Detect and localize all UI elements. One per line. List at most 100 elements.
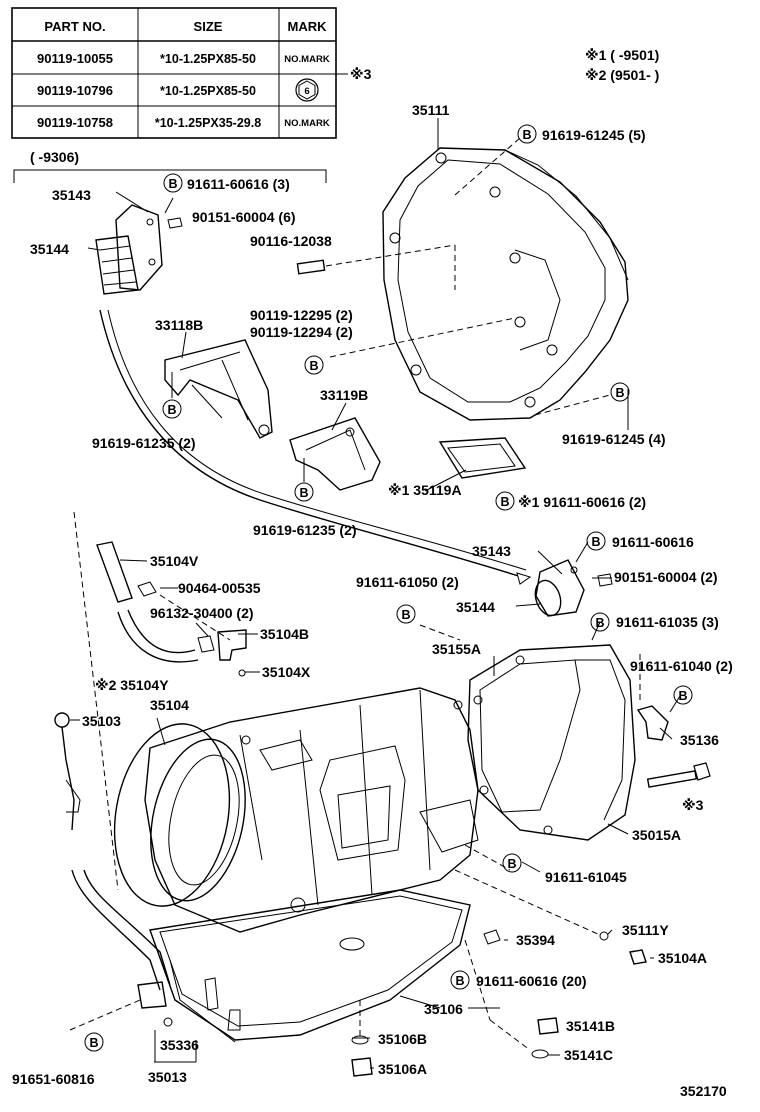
callout-label: 90116-12038 [250,233,332,249]
breather-hose [99,309,526,579]
callout-label: 91619-61245 (5) [542,127,646,143]
callout-label: 91611-61040 (2) [630,658,733,674]
callout-label: 91651-60816 [12,1071,95,1087]
tube-bracket-35336 [137,981,167,1009]
plug-35104a [629,949,647,965]
callout-label: 35106 [424,1001,463,1017]
bolt-marker-icon: B [294,482,314,502]
bolt-marker-icon: B [162,399,182,419]
dipstick [54,712,81,831]
speed-sensor-bracket [636,705,669,741]
svg-text:B: B [89,1036,98,1050]
hex-bolt-head-mark-icon: 6 [295,78,319,102]
transmission-bell-housing [382,147,629,421]
table-cell-part-no: 90119-10055 [37,51,113,66]
callout-label: 91619-61235 (2) [92,435,196,451]
cover-gasket [438,437,527,479]
svg-text:B: B [678,689,687,703]
bolt-marker-icon: B [450,970,470,990]
bolt-marker-icon: B [84,1032,104,1052]
callout-label: 91611-61035 (3) [616,614,719,630]
leader-lines [70,118,681,1069]
callout-label: 35111 [412,102,450,118]
callout-label: 35104X [262,664,311,680]
table-cell-size: *10-1.25PX85-50 [160,84,256,98]
extension-housing [467,644,636,841]
part-labels: 35111 91619-61245 (5) 35143 91611-60616 … [12,102,733,1099]
bolt-marker-icon: B [590,612,610,632]
upper-cover-plate [95,204,183,295]
svg-text:B: B [615,386,624,400]
callout-label: 90151-60004 (2) [614,569,718,585]
callout-label: 96132-30400 (2) [150,605,254,621]
svg-text:B: B [401,608,410,622]
table-cell-part-no: 90119-10796 [37,83,113,98]
callout-label: 35336 [160,1037,199,1053]
callout-label: 35013 [148,1069,187,1085]
svg-text:B: B [167,403,176,417]
callout-label: 91619-61245 (4) [562,431,666,447]
table-cell-mark: 6 [304,86,309,97]
svg-text:B: B [299,486,308,500]
callout-label: 35144 [30,241,69,257]
svg-text:B: B [500,495,509,509]
callout-label: 33119B [320,387,368,403]
callout-label: 90464-00535 [178,580,261,596]
o-ring-35104x [238,669,246,677]
callout-label: 35141C [564,1047,613,1063]
applicability-bracket [13,169,327,183]
plate-35394 [483,929,501,945]
table-header-part-no: PART NO. [44,19,105,34]
callout-label: 35106A [378,1061,427,1077]
bracket-33118b [164,339,273,439]
gasket-35141c [531,1049,549,1059]
bolt-size-table: PART NO. SIZE MARK 90119-10055 *10-1.25P… [11,7,372,139]
callout-label: 90119-12294 (2) [250,324,353,340]
bolt-marker-icon: B [396,604,416,624]
callout-label: 35141B [566,1018,615,1034]
svg-text:B: B [595,616,604,630]
hex-bolt [646,762,711,788]
bracket-period-label: ( -9306) [30,149,79,165]
period-note-2: ※2 (9501- ) [585,67,659,83]
callout-label: 35106B [378,1031,427,1047]
callout-label: ※3 [682,797,704,813]
bolt-marker-icon: B [610,382,630,402]
callout-label: 91611-60616 [612,534,694,550]
gasket-35106b [351,1035,369,1045]
callout-label: 35015A [632,827,681,843]
svg-text:B: B [168,177,177,191]
callout-label: 91611-61050 (2) [356,574,459,590]
table-cell-mark: NO.MARK [284,54,330,65]
callout-label: 91611-60616 (3) [187,176,290,192]
callout-label: 90151-60004 (6) [192,209,296,225]
callout-label: ※1 35119A [388,482,462,498]
callout-label: 35143 [52,187,91,203]
case-gasket-35104y [113,723,231,907]
callout-label: 90119-12295 (2) [250,307,353,323]
oil-pan [149,889,471,1043]
transmission-case [144,687,479,933]
callout-label: 35394 [516,932,555,948]
callout-label: 35155A [432,641,481,657]
bracket-33119b [289,417,381,491]
callout-label: ※1 91611-60616 (2) [518,494,646,510]
table-cell-size: *10-1.25PX35-29.8 [155,116,261,130]
callout-label: 35104B [260,626,309,642]
table-cell-part-no: 90119-10758 [37,115,113,130]
figure-number: 352170 [680,1083,727,1099]
o-ring-35111y [599,931,609,941]
callout-label: 35104 [150,697,189,713]
side-cover [534,559,585,617]
callout-label: ※2 35104Y [95,677,169,693]
stud-bolt [296,244,456,290]
union-35104b [217,629,247,661]
dipstick-tube [71,869,161,991]
callout-label: 35143 [472,543,511,559]
callout-label: 35144 [456,599,495,615]
table-header-size: SIZE [194,19,223,34]
bolt-marker-icon: B [586,531,606,551]
callout-label: 91611-60616 (20) [476,973,587,989]
callout-label: 35103 [82,713,121,729]
callout-label: 35136 [680,732,719,748]
